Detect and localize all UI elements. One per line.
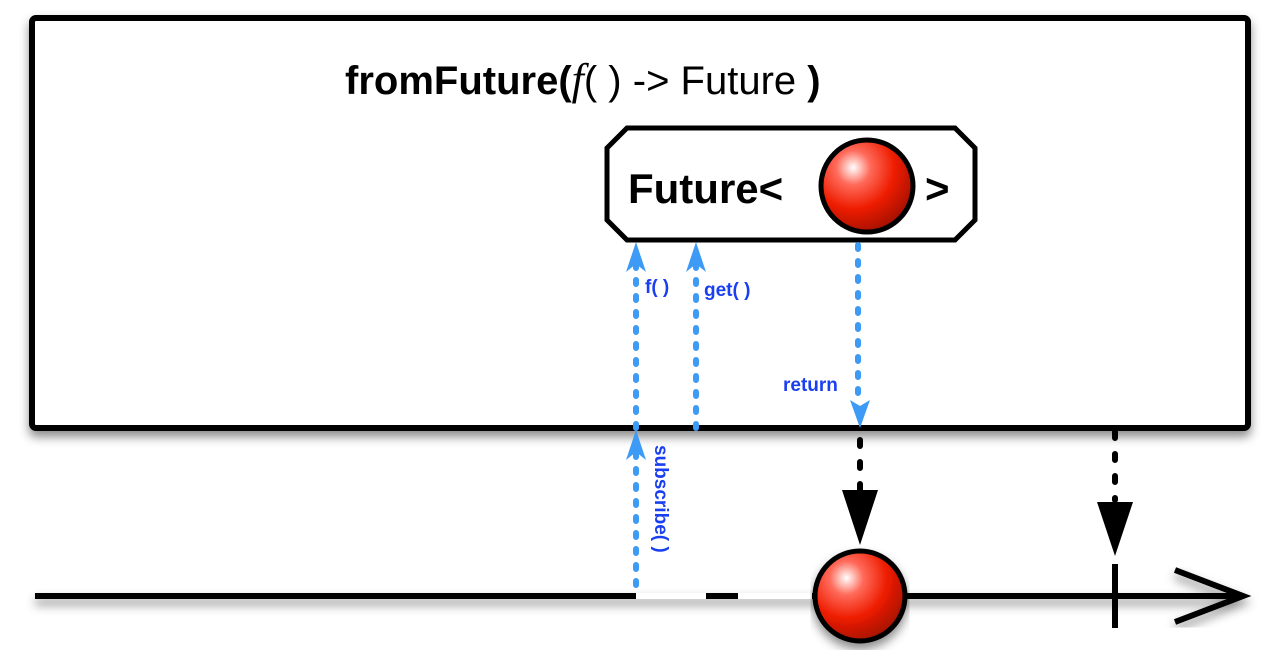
timeline-arrowhead-icon (1173, 567, 1252, 625)
output-timeline (35, 567, 1252, 625)
operator-title: fromFuture(f( ) -> Future ) (345, 55, 821, 104)
subscribe-arrowhead-icon (626, 430, 646, 460)
completion-arrowhead-icon (1097, 502, 1133, 556)
future-box: Future< > (604, 125, 978, 243)
get-arrowhead-icon (686, 242, 706, 272)
future-value-marble (818, 137, 916, 235)
return-label: return (783, 375, 838, 396)
future-close-label: > (925, 165, 950, 212)
return-arrowhead-icon (850, 400, 870, 428)
get-call-label: get( ) (704, 280, 750, 301)
output-marble (812, 548, 908, 644)
f-arrowhead-icon (626, 242, 646, 272)
subscribe-label: subscribe( ) (650, 445, 671, 553)
future-label: Future< (628, 165, 783, 212)
f-call-label: f( ) (645, 277, 669, 298)
emission-arrowhead-icon (842, 490, 878, 545)
